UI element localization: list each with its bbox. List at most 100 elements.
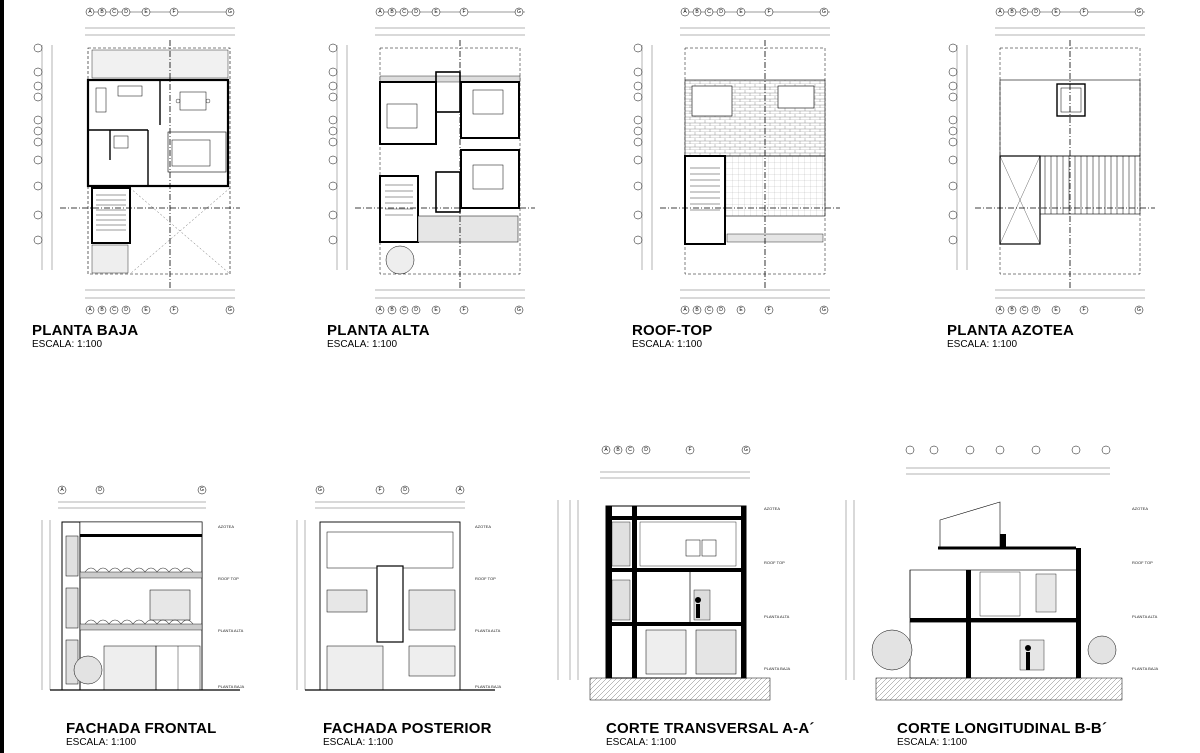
- drawing-fachada-frontal: A D G AZOTEA ROOF TOP PLANTA ALTA PLANTA…: [30, 480, 260, 750]
- svg-text:E: E: [144, 9, 148, 15]
- drawing-title: PLANTA ALTA: [327, 322, 430, 339]
- svg-text:B: B: [616, 447, 620, 453]
- svg-text:A: A: [88, 9, 92, 15]
- svg-text:A: A: [998, 9, 1002, 15]
- svg-text:C: C: [1022, 307, 1026, 313]
- svg-text:A: A: [378, 307, 382, 313]
- svg-text:F: F: [688, 447, 691, 453]
- level-label: AZOTEA: [218, 524, 234, 529]
- drawing-planta-alta: A B C D E F G: [325, 0, 545, 360]
- svg-text:G: G: [744, 447, 748, 453]
- svg-text:E: E: [739, 9, 743, 15]
- svg-text:B: B: [695, 9, 699, 15]
- svg-text:E: E: [434, 9, 438, 15]
- drawing-planta-azotea: A B C D E F G: [945, 0, 1165, 360]
- drawing-title: CORTE TRANSVERSAL A-A´: [606, 720, 815, 737]
- drawing-roof-top: A B C D E F G: [630, 0, 850, 360]
- svg-text:E: E: [1054, 307, 1058, 313]
- svg-text:F: F: [172, 9, 175, 15]
- svg-text:G: G: [517, 307, 521, 313]
- svg-text:D: D: [719, 307, 723, 313]
- svg-text:C: C: [707, 9, 711, 15]
- svg-text:A: A: [60, 487, 64, 493]
- svg-text:E: E: [144, 307, 148, 313]
- svg-text:G: G: [228, 9, 232, 15]
- svg-text:D: D: [1034, 307, 1038, 313]
- svg-text:D: D: [414, 307, 418, 313]
- svg-text:A: A: [88, 307, 92, 313]
- level-label: AZOTEA: [475, 524, 491, 529]
- planta-alta-plan: A B C D E F G: [328, 7, 535, 315]
- drawing-title: FACHADA POSTERIOR: [323, 720, 492, 737]
- corte-transversal-section: A B C D F G A: [557, 445, 790, 701]
- svg-text:B: B: [1010, 307, 1014, 313]
- level-label: AZOTEA: [1132, 506, 1148, 511]
- svg-text:D: D: [98, 487, 102, 493]
- svg-text:D: D: [1034, 9, 1038, 15]
- level-label: PLANTA BAJA: [764, 666, 790, 671]
- svg-text:B: B: [390, 9, 394, 15]
- svg-text:C: C: [1022, 9, 1026, 15]
- level-label: PLANTA ALTA: [1132, 614, 1158, 619]
- planta-baja-plan: A B C D E F G: [33, 7, 240, 315]
- row-axis-left: [33, 43, 53, 270]
- svg-text:F: F: [462, 307, 465, 313]
- svg-text:F: F: [1082, 9, 1085, 15]
- level-label: ROOF TOP: [218, 576, 239, 581]
- svg-text:A: A: [683, 307, 687, 313]
- svg-text:G: G: [1137, 307, 1141, 313]
- drawing-planta-baja: A B C D E F G: [30, 0, 250, 360]
- svg-text:F: F: [172, 307, 175, 313]
- corte-longitudinal-section: AZOTEA ROOF TOP PLANTA ALTA PLANTA BAJA: [845, 445, 1158, 701]
- svg-text:D: D: [403, 487, 407, 493]
- drawing-scale: ESCALA: 1:100: [632, 339, 703, 350]
- level-label: PLANTA BAJA: [218, 684, 244, 689]
- drawing-scale: ESCALA: 1:100: [897, 737, 968, 748]
- svg-text:D: D: [124, 307, 128, 313]
- level-label: PLANTA ALTA: [764, 614, 790, 619]
- svg-text:F: F: [767, 307, 770, 313]
- svg-text:D: D: [719, 9, 723, 15]
- svg-text:F: F: [378, 487, 381, 493]
- level-label: AZOTEA: [764, 506, 780, 511]
- svg-text:G: G: [822, 307, 826, 313]
- svg-text:A: A: [458, 487, 462, 493]
- svg-text:C: C: [402, 307, 406, 313]
- svg-text:A: A: [683, 9, 687, 15]
- svg-text:F: F: [1082, 307, 1085, 313]
- svg-text:C: C: [112, 307, 116, 313]
- drawing-scale: ESCALA: 1:100: [323, 737, 394, 748]
- fachada-frontal-elevation: A D G AZOTEA ROOF TOP PLANTA ALTA PLANTA…: [41, 485, 244, 691]
- svg-text:E: E: [434, 307, 438, 313]
- svg-text:E: E: [1054, 9, 1058, 15]
- svg-text:G: G: [228, 307, 232, 313]
- svg-text:B: B: [1010, 9, 1014, 15]
- svg-text:D: D: [644, 447, 648, 453]
- svg-text:B: B: [695, 307, 699, 313]
- drawing-scale: ESCALA: 1:100: [327, 339, 398, 350]
- planta-azotea-plan: A B C D E F G: [948, 7, 1155, 315]
- svg-text:F: F: [767, 9, 770, 15]
- drawing-corte-transversal: A B C D F G A: [550, 440, 814, 750]
- svg-text:D: D: [414, 9, 418, 15]
- svg-text:C: C: [707, 307, 711, 313]
- level-label: PLANTA BAJA: [1132, 666, 1158, 671]
- svg-text:G: G: [318, 487, 322, 493]
- fachada-posterior-elevation: G F D A AZOTEA ROOF TOP PLANTA ALTA PLAN…: [296, 485, 501, 691]
- drawing-scale: ESCALA: 1:100: [32, 339, 103, 350]
- svg-text:C: C: [402, 9, 406, 15]
- drawing-title: ROOF-TOP: [632, 322, 713, 339]
- svg-text:C: C: [112, 9, 116, 15]
- drawing-scale: ESCALA: 1:100: [606, 737, 677, 748]
- level-label: PLANTA BAJA: [475, 684, 501, 689]
- drawing-scale: ESCALA: 1:100: [947, 339, 1018, 350]
- svg-text:G: G: [517, 9, 521, 15]
- svg-text:G: G: [822, 9, 826, 15]
- svg-text:G: G: [200, 487, 204, 493]
- roof-top-plan: A B C D E F G: [633, 7, 840, 315]
- drawing-scale: ESCALA: 1:100: [66, 737, 137, 748]
- svg-text:E: E: [739, 307, 743, 313]
- svg-text:A: A: [604, 447, 608, 453]
- level-label: PLANTA ALTA: [218, 628, 244, 633]
- level-label: ROOF TOP: [764, 560, 785, 565]
